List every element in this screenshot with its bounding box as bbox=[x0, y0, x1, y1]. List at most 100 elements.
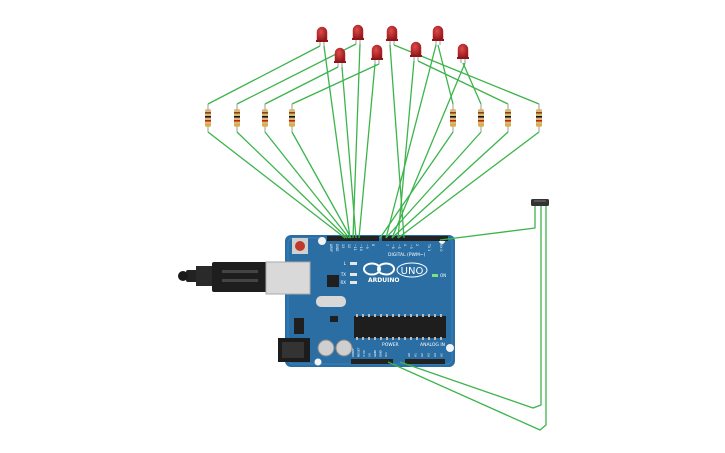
power-led bbox=[432, 274, 438, 277]
digital-pin-label: AREF bbox=[329, 244, 333, 252]
usb-chip bbox=[327, 275, 339, 287]
wire bbox=[397, 131, 540, 239]
regulator bbox=[294, 318, 304, 334]
analog-label: ANALOG IN bbox=[420, 342, 445, 348]
resistor[interactable] bbox=[262, 104, 268, 132]
sensor-component[interactable] bbox=[531, 199, 549, 206]
mount-hole bbox=[446, 344, 454, 352]
mount-hole bbox=[314, 358, 322, 366]
wire bbox=[236, 131, 348, 239]
wire bbox=[385, 131, 482, 239]
model-text: UNO bbox=[401, 266, 424, 277]
red-led[interactable] bbox=[410, 41, 422, 61]
wire bbox=[391, 131, 509, 239]
arduino-logo: ARDUINO bbox=[363, 262, 399, 284]
led-label-l: L bbox=[344, 261, 347, 266]
leds bbox=[316, 24, 469, 67]
analog-pin-label: A5 bbox=[440, 353, 444, 357]
red-led[interactable] bbox=[352, 24, 364, 44]
digital-pin-label: 8 bbox=[371, 244, 375, 246]
red-led[interactable] bbox=[386, 25, 398, 45]
digital-pin-label: ~9 bbox=[365, 244, 369, 249]
digital-pin-label: ~10 bbox=[359, 244, 363, 251]
usb-socket bbox=[265, 261, 311, 295]
power-header[interactable] bbox=[351, 359, 393, 364]
resistor[interactable] bbox=[205, 104, 211, 132]
wire bbox=[358, 63, 376, 239]
atmega-chip bbox=[354, 316, 446, 338]
wire bbox=[391, 62, 466, 239]
analog-pin-label: A1 bbox=[414, 353, 418, 357]
resistor[interactable] bbox=[536, 104, 542, 132]
digital-pin-label: 13 bbox=[341, 244, 345, 248]
power-pin-label: 3.3V bbox=[362, 349, 366, 357]
red-led[interactable] bbox=[457, 43, 469, 63]
digital-pin-label: 2 bbox=[415, 244, 419, 246]
mount-hole bbox=[318, 237, 326, 245]
red-led[interactable] bbox=[316, 26, 328, 46]
power-pin-label: IOREF bbox=[351, 348, 355, 357]
led-l-indicator bbox=[350, 262, 357, 265]
power-pin-label: 5V bbox=[368, 352, 372, 357]
capacitor bbox=[317, 339, 335, 357]
led-label-rx: RX bbox=[340, 280, 346, 285]
analog-pin-label: A4 bbox=[433, 353, 437, 357]
resistors bbox=[205, 104, 542, 132]
digital-pin-label: ~5 bbox=[397, 244, 401, 249]
power-pin-label: RESET bbox=[357, 347, 361, 357]
resistor[interactable] bbox=[234, 104, 240, 132]
wire bbox=[341, 66, 357, 239]
wire bbox=[462, 62, 482, 105]
wire bbox=[389, 44, 405, 239]
wire bbox=[352, 43, 361, 239]
resistor[interactable] bbox=[450, 104, 456, 132]
on-label: ON bbox=[440, 273, 446, 278]
red-led[interactable] bbox=[432, 25, 444, 45]
wire bbox=[385, 44, 437, 239]
digital-header-left[interactable] bbox=[327, 236, 379, 241]
digital-pin-label: ~6 bbox=[391, 244, 395, 249]
red-led[interactable] bbox=[334, 47, 346, 67]
usb-cable[interactable] bbox=[178, 262, 268, 292]
resistor[interactable] bbox=[289, 104, 295, 132]
digital-label: DIGITAL (PWM~) bbox=[388, 252, 426, 258]
digital-pin-label: 4 bbox=[403, 244, 407, 246]
resistor[interactable] bbox=[505, 104, 511, 132]
wire bbox=[399, 206, 542, 409]
brand-text: ARDUINO bbox=[368, 277, 399, 284]
wire bbox=[387, 206, 547, 431]
capacitor bbox=[335, 339, 353, 357]
digital-pin-label: RX 0 bbox=[439, 244, 443, 251]
digital-pin-label: TX 1 bbox=[427, 243, 431, 251]
digital-pin-label: GND bbox=[335, 244, 339, 252]
digital-pin-label: 12 bbox=[347, 244, 351, 248]
wire bbox=[291, 131, 352, 239]
analog-header[interactable] bbox=[405, 359, 445, 364]
resistor[interactable] bbox=[478, 104, 484, 132]
wire bbox=[397, 60, 415, 239]
power-label: POWER bbox=[382, 342, 399, 348]
analog-pin-label: A2 bbox=[420, 353, 424, 357]
digital-header-right[interactable] bbox=[382, 236, 448, 241]
wire bbox=[207, 131, 346, 239]
power-pin-label: Vin bbox=[384, 352, 388, 357]
led-rx-indicator bbox=[350, 281, 357, 284]
wire bbox=[379, 131, 454, 239]
analog-pin-label: A0 bbox=[407, 353, 411, 357]
red-led[interactable] bbox=[371, 44, 383, 64]
led-tx-indicator bbox=[350, 273, 357, 276]
wire bbox=[417, 60, 509, 105]
wires bbox=[207, 43, 547, 431]
wire bbox=[323, 45, 351, 239]
wire bbox=[264, 131, 350, 239]
power-pin-label: GND bbox=[373, 349, 377, 357]
digital-pin-label: 7 bbox=[385, 244, 389, 246]
digital-pin-label: ~11 bbox=[353, 244, 357, 251]
wire bbox=[291, 63, 380, 105]
power-pin-label: GND bbox=[379, 349, 383, 357]
wire bbox=[207, 45, 321, 105]
analog-pin-label: A3 bbox=[427, 353, 431, 357]
wire bbox=[439, 206, 536, 241]
